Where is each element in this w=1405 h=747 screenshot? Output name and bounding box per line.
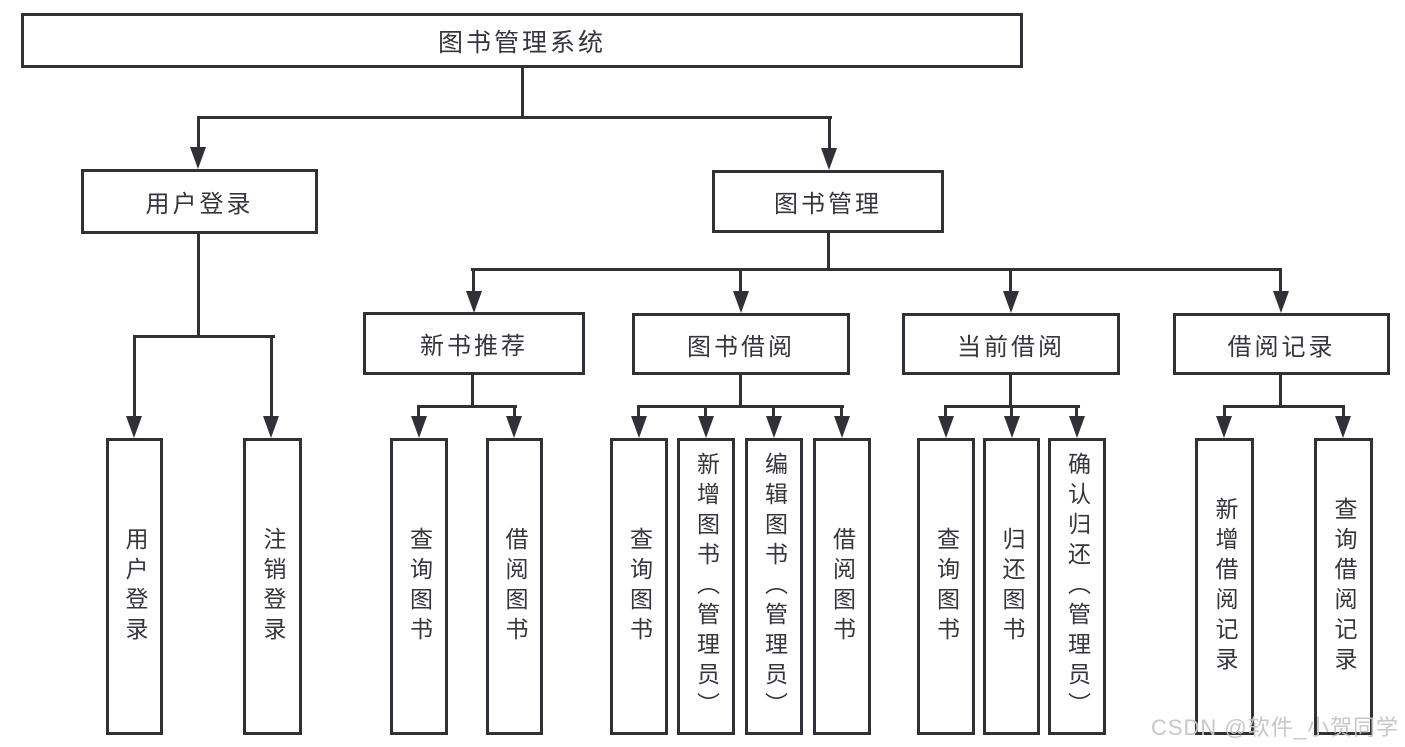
leaf-query-borrow-record-label: 查询借阅记录 — [1331, 496, 1357, 677]
node-current-borrowing-label: 当前借阅 — [957, 333, 1065, 361]
leaf-confirm-return-admin-label: 确认归还（管理员） — [1064, 451, 1091, 722]
node-current-borrowing: 当前借阅 — [902, 313, 1120, 375]
node-new-book-recommendation-label: 新书推荐 — [420, 333, 528, 360]
leaf-query-books-borrow-label: 查询图书 — [626, 526, 653, 647]
connector-line — [270, 335, 273, 416]
connector-line — [1279, 268, 1282, 291]
connector-line — [197, 234, 200, 338]
leaf-add-borrow-record: 新增借阅记录 — [1195, 438, 1254, 735]
leaf-borrow-books: 借阅图书 — [813, 438, 871, 735]
arrow-down-icon — [466, 291, 482, 313]
arrow-down-icon — [1273, 291, 1289, 313]
leaf-logout: 注销登录 — [243, 438, 302, 735]
connector-line — [513, 405, 516, 416]
watermark: CSDN @软件_小贺同学 — [1150, 715, 1399, 740]
arrow-down-icon — [834, 416, 850, 438]
arrow-down-icon — [631, 416, 647, 438]
connector-line — [1075, 405, 1078, 416]
arrow-down-icon — [733, 291, 749, 313]
connector-line — [704, 405, 707, 416]
connector-line — [1279, 375, 1282, 408]
connector-line — [471, 375, 474, 408]
arrow-down-icon — [1004, 416, 1020, 438]
leaf-confirm-return-admin: 确认归还（管理员） — [1048, 438, 1106, 735]
arrow-down-icon — [1069, 416, 1085, 438]
connector-line — [471, 268, 1282, 271]
node-new-book-recommendation: 新书推荐 — [363, 312, 585, 375]
leaf-borrow-books-recommend-label: 借阅图书 — [502, 526, 528, 647]
leaf-edit-book-admin-label: 编辑图书（管理员） — [761, 451, 788, 722]
leaf-user-login: 用户登录 — [106, 438, 163, 735]
connector-line — [1223, 405, 1226, 416]
node-book-management: 图书管理 — [712, 170, 944, 233]
leaf-add-book-admin-label: 新增图书（管理员） — [693, 451, 720, 722]
node-library-system-label: 图书管理系统 — [437, 28, 606, 57]
node-user-login: 用户登录 — [81, 169, 318, 234]
node-borrowing-records-label: 借阅记录 — [1227, 333, 1336, 361]
connector-line — [1009, 268, 1012, 291]
leaf-logout-label: 注销登录 — [260, 526, 286, 647]
leaf-borrow-books-label: 借阅图书 — [829, 526, 856, 647]
arrow-down-icon — [506, 416, 522, 438]
connector-line — [472, 268, 475, 291]
leaf-return-books-label: 归还图书 — [999, 526, 1025, 647]
connector-line — [827, 233, 830, 271]
leaf-return-books: 归还图书 — [983, 438, 1040, 735]
node-user-login-label: 用户登录 — [145, 191, 254, 218]
connector-line — [133, 335, 136, 416]
leaf-query-borrow-record: 查询借阅记录 — [1314, 438, 1373, 735]
connector-line — [1009, 375, 1012, 408]
leaf-query-books-recommend: 查询图书 — [390, 438, 448, 735]
connector-line — [1223, 405, 1345, 408]
leaf-edit-book-admin: 编辑图书（管理员） — [745, 438, 803, 735]
arrow-down-icon — [263, 416, 279, 438]
connector-line — [417, 405, 517, 408]
leaf-borrow-books-recommend: 借阅图书 — [486, 438, 543, 735]
arrow-down-icon — [766, 416, 782, 438]
connector-line — [772, 405, 775, 416]
leaf-query-books-recommend-label: 查询图书 — [406, 526, 433, 647]
connector-line — [417, 405, 420, 416]
connector-line — [197, 116, 200, 147]
leaf-add-book-admin: 新增图书（管理员） — [677, 438, 735, 735]
leaf-query-books-current-label: 查询图书 — [933, 526, 960, 647]
node-book-borrowing: 图书借阅 — [632, 313, 850, 375]
arrow-down-icon — [938, 416, 954, 438]
leaf-user-login-label: 用户登录 — [122, 526, 148, 647]
node-library-system: 图书管理系统 — [21, 13, 1023, 68]
connector-line — [828, 116, 831, 148]
node-book-borrowing-label: 图书借阅 — [687, 333, 795, 361]
arrow-down-icon — [1003, 291, 1019, 313]
connector-line — [1342, 405, 1345, 416]
arrow-down-icon — [821, 148, 837, 170]
connector-line — [739, 375, 742, 408]
connector-line — [521, 68, 524, 118]
arrow-down-icon — [1335, 416, 1351, 438]
arrow-down-icon — [1216, 416, 1232, 438]
arrow-down-icon — [411, 416, 427, 438]
connector-line — [637, 405, 640, 416]
connector-line — [944, 405, 947, 416]
node-borrowing-records: 借阅记录 — [1173, 313, 1390, 375]
arrow-down-icon — [126, 416, 142, 438]
connector-line — [1010, 405, 1013, 416]
leaf-query-books-borrow: 查询图书 — [610, 438, 668, 735]
arrow-down-icon — [190, 147, 206, 169]
connector-line — [637, 405, 844, 408]
connector-line — [133, 335, 275, 338]
connector-line — [840, 405, 843, 416]
leaf-add-borrow-record-label: 新增借阅记录 — [1212, 496, 1238, 677]
node-book-management-label: 图书管理 — [774, 191, 882, 218]
connector-line — [197, 116, 832, 119]
connector-line — [739, 268, 742, 291]
arrow-down-icon — [698, 416, 714, 438]
leaf-query-books-current: 查询图书 — [917, 438, 975, 735]
